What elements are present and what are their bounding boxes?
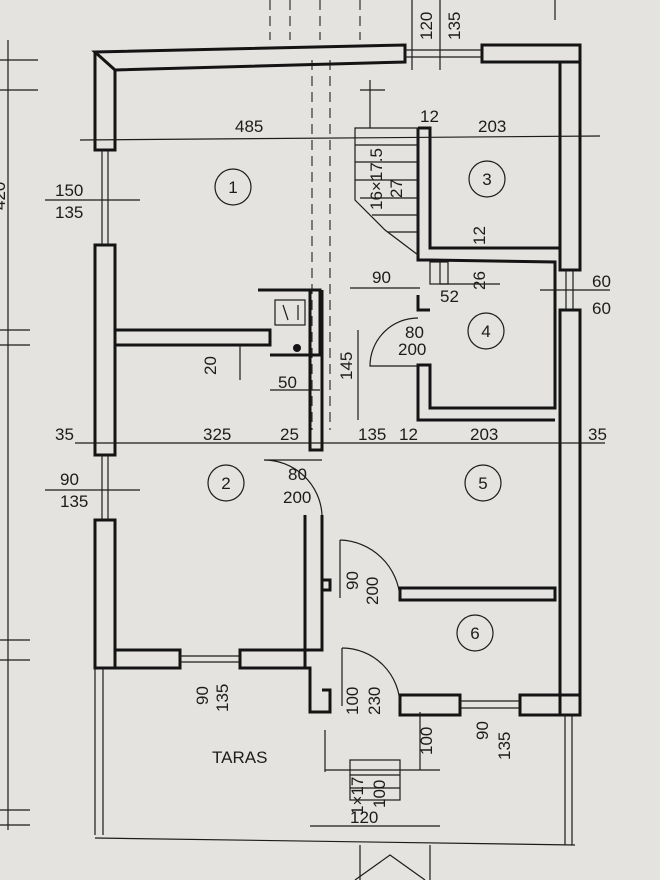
dim-bottom-win-w: 90: [473, 721, 492, 740]
dim-right-35: 35: [588, 425, 607, 444]
dim-mid-135: 135: [358, 425, 386, 444]
left-margin-lines: [0, 40, 38, 830]
dim-win1-h: 135: [55, 203, 83, 222]
doors: [263, 317, 419, 707]
room-5: 5: [464, 464, 502, 502]
room-3-number: 3: [482, 170, 491, 189]
dim-right-win-w: 60: [592, 272, 611, 291]
dim-stair-ext-100: 100: [370, 780, 389, 808]
dim-win1-w: 150: [55, 181, 83, 200]
dim-side-420: 420: [0, 182, 9, 210]
dim-top-gap: 12: [420, 107, 439, 126]
dim-bottom-left-win-w: 90: [193, 686, 212, 705]
top-dashed-lines: [269, 0, 556, 430]
dim-mid-12: 12: [399, 425, 418, 444]
dim-top-left-width: 485: [235, 117, 263, 136]
dim-mid-left-width: 325: [203, 425, 231, 444]
dim-stair-label: 16×17.5: [367, 148, 386, 210]
dim-door5-w: 90: [343, 571, 362, 590]
room-4-number: 4: [481, 322, 490, 341]
room-5-number: 5: [478, 474, 487, 493]
dim-top-right-width: 203: [478, 117, 506, 136]
staircase: [354, 80, 419, 257]
dim-entrance-w: 100: [343, 687, 362, 715]
dim-bottom-100: 100: [417, 727, 436, 755]
dim-bottom-left-win-h: 135: [213, 684, 232, 712]
dim-20: 20: [201, 356, 220, 375]
dim-stair-sub: 27: [387, 179, 406, 198]
dim-win2-w: 90: [60, 470, 79, 489]
dim-stair-ext: 1×17: [348, 777, 367, 815]
room-6: 6: [456, 614, 494, 652]
dim-52: 52: [440, 287, 459, 306]
dim-bottom-win-h: 135: [495, 732, 514, 760]
dim-left-35: 35: [55, 425, 74, 444]
outer-walls: [91, 43, 582, 717]
dim-top-120: 120: [417, 12, 436, 40]
room-2-number: 2: [221, 474, 230, 493]
dim-top-135: 135: [445, 12, 464, 40]
dim-50: 50: [278, 373, 297, 392]
dim-26: 26: [470, 271, 489, 290]
dimension-lines: [45, 135, 610, 827]
label-terrace: TARAS: [212, 748, 267, 767]
dim-145: 145: [337, 352, 356, 380]
dim-win2-h: 135: [60, 492, 88, 511]
dim-door4-w: 80: [405, 323, 424, 342]
dim-bottom-120: 120: [350, 808, 378, 827]
dim-door2-w: 80: [288, 465, 307, 484]
dim-right-win-h: 60: [592, 299, 611, 318]
dim-12b: 12: [470, 226, 489, 245]
room-4: 4: [467, 312, 505, 350]
room-2: 2: [207, 464, 245, 502]
terrace-outline: [94, 668, 576, 880]
dim-door5-h: 200: [363, 577, 382, 605]
dim-90: 90: [372, 268, 391, 287]
dim-door2-h: 200: [283, 488, 311, 507]
room-3: 3: [468, 160, 506, 198]
vent-shafts: [274, 261, 449, 352]
dim-mid-25: 25: [280, 425, 299, 444]
room-1-number: 1: [228, 178, 237, 197]
dim-door4-h: 200: [398, 340, 426, 359]
room-1: 1: [214, 168, 252, 206]
dim-mid-right-width: 203: [470, 425, 498, 444]
room-6-number: 6: [470, 624, 479, 643]
dim-entrance-h: 230: [365, 687, 384, 715]
